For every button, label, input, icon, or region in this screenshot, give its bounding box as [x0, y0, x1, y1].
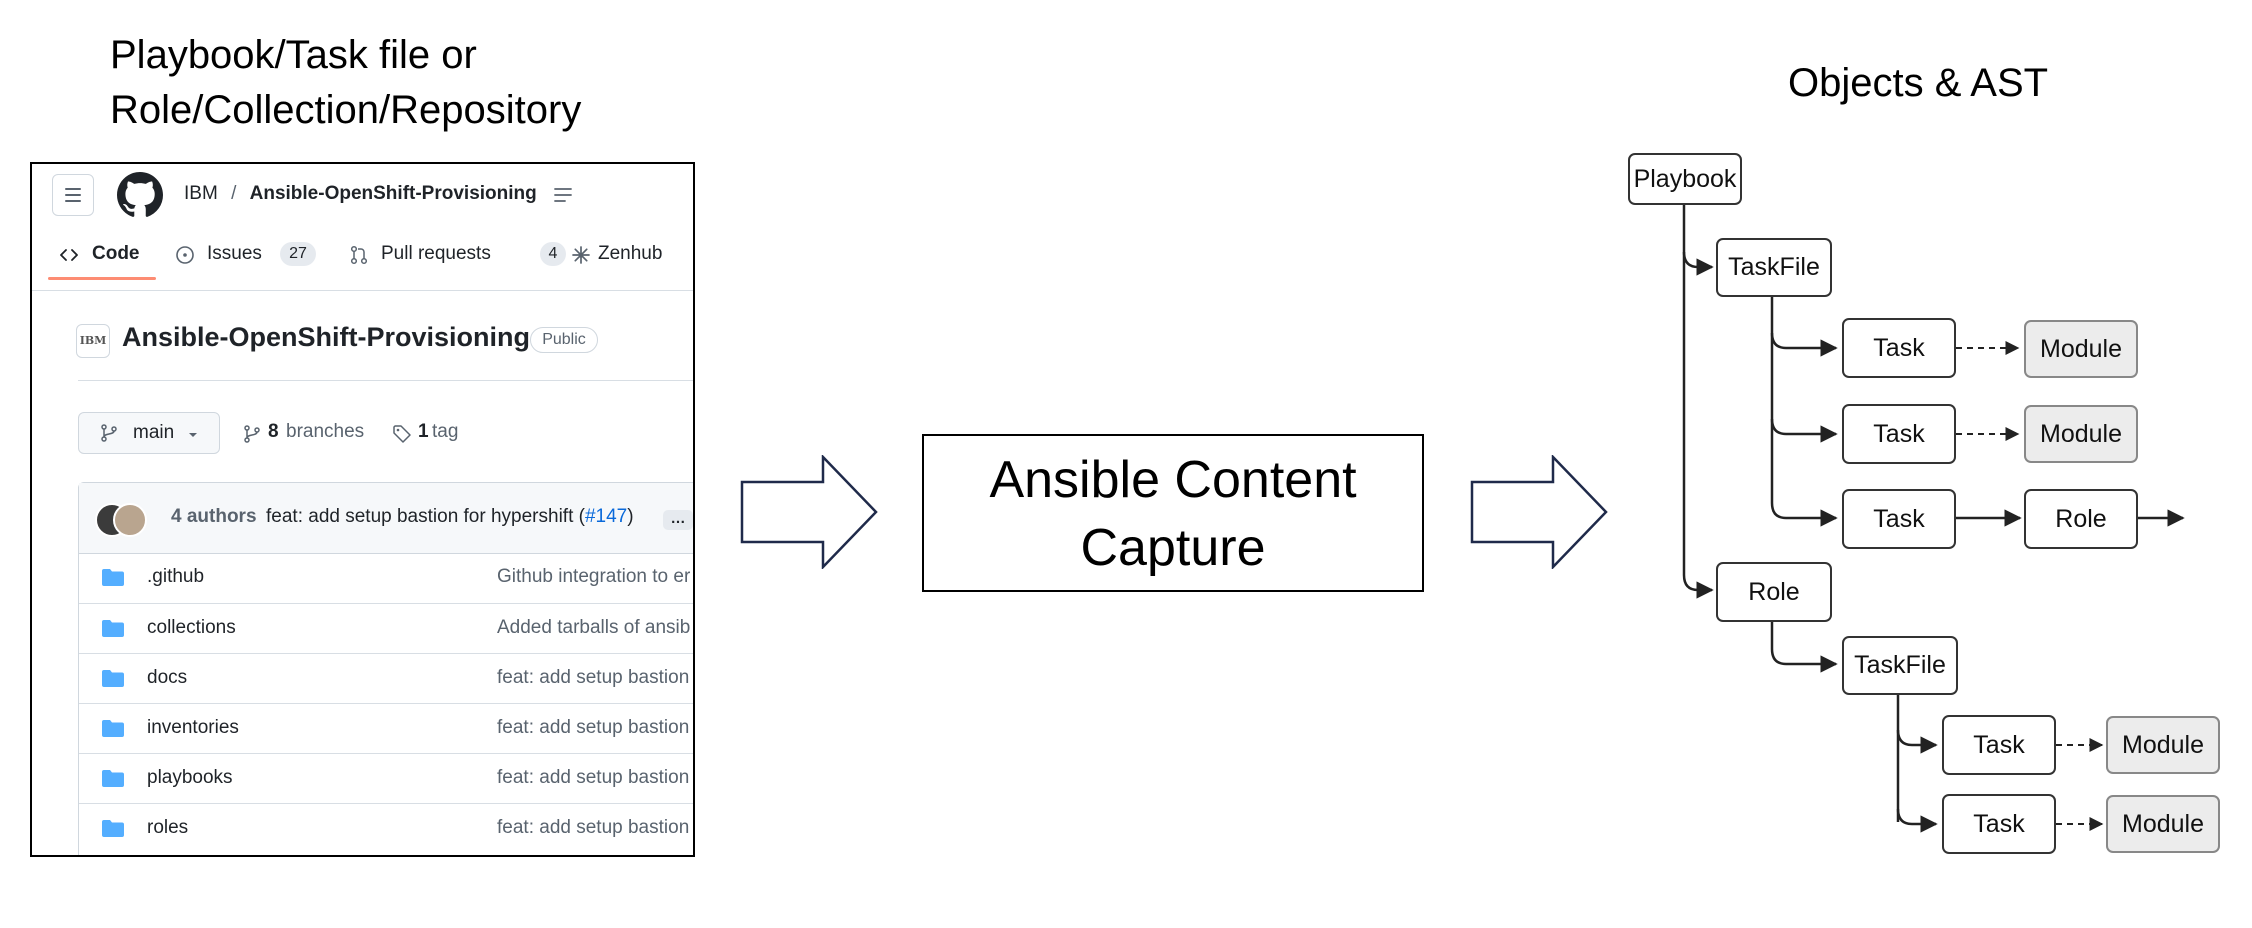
ansible-content-capture-box: Ansible Content Capture	[922, 434, 1424, 592]
commit-message[interactable]: feat: add setup bastion for hypershift (…	[266, 506, 634, 528]
commit-authors[interactable]: 4 authors	[171, 506, 257, 527]
file-row[interactable]: .github Github integration to er	[79, 553, 693, 603]
file-commit-message[interactable]: feat: add setup bastion	[497, 717, 690, 738]
branches-link[interactable]: 8 branches	[242, 420, 382, 448]
folder-icon	[102, 720, 124, 737]
author-avatar[interactable]	[113, 503, 147, 537]
tags-label: tag	[432, 421, 459, 442]
file-row[interactable]: collections Added tarballs of ansib	[79, 603, 693, 654]
left-caption-line-1: Playbook/Task file or	[110, 33, 477, 77]
folder-icon	[102, 569, 124, 586]
commit-pr-link[interactable]: #147	[584, 506, 628, 527]
capture-line-1: Ansible Content	[989, 451, 1357, 509]
left-caption-line-2: Role/Collection/Repository	[110, 88, 582, 132]
tabs-divider	[32, 290, 693, 291]
node-task-3: Task	[1842, 489, 1956, 549]
commit-expand-button[interactable]: …	[663, 510, 693, 530]
file-commit-message[interactable]: feat: add setup bastion	[497, 767, 690, 788]
tab-pull-requests[interactable]: Pull requests 4	[344, 240, 566, 280]
github-logo-icon[interactable]	[117, 172, 163, 218]
file-row[interactable]: playbooks feat: add setup bastion	[79, 753, 693, 804]
zenhub-icon	[572, 246, 590, 264]
file-row[interactable]: inventories feat: add setup bastion	[79, 703, 693, 754]
node-role-top: Role	[1716, 562, 1832, 622]
branches-label: branches	[286, 421, 365, 442]
node-module-2: Module	[2024, 405, 2138, 463]
left-caption: Playbook/Task file or Role/Collection/Re…	[110, 28, 581, 138]
node-module-1: Module	[2024, 320, 2138, 378]
branch-select-button[interactable]: main	[78, 412, 220, 454]
breadcrumb-owner[interactable]: IBM	[184, 183, 218, 204]
commit-bar: 4 authors feat: add setup bastion for hy…	[79, 483, 693, 554]
list-icon[interactable]	[552, 184, 574, 206]
pull-request-icon	[350, 245, 368, 265]
breadcrumb: IBM / Ansible-OpenShift-Provisioning	[184, 183, 537, 205]
node-taskfile-2: TaskFile	[1842, 636, 1958, 695]
org-avatar-label: IBM	[79, 334, 107, 347]
tags-link[interactable]: 1 tag	[392, 420, 482, 448]
file-name[interactable]: docs	[147, 667, 188, 688]
file-name[interactable]: roles	[147, 817, 189, 838]
tab-pull-requests-label: Pull requests	[381, 243, 491, 264]
node-task-2: Task	[1842, 404, 1956, 464]
tab-issues-label: Issues	[207, 243, 262, 264]
folder-icon	[102, 770, 124, 787]
branch-name: main	[133, 422, 175, 443]
file-commit-message[interactable]: Added tarballs of ansib	[497, 617, 691, 638]
tab-zenhub[interactable]: Zenhub	[568, 240, 693, 280]
capture-line-2: Capture	[1080, 519, 1266, 577]
node-module-3: Module	[2106, 716, 2220, 774]
node-task-5: Task	[1942, 794, 2056, 854]
tab-code[interactable]: Code	[48, 240, 156, 280]
tab-code-label: Code	[92, 243, 140, 264]
visibility-badge: Public	[530, 327, 598, 353]
file-name[interactable]: .github	[147, 566, 205, 587]
tab-issues[interactable]: Issues 27	[172, 240, 322, 280]
node-playbook: Playbook	[1628, 153, 1742, 205]
file-name[interactable]: playbooks	[147, 767, 233, 788]
commit-message-close: )	[627, 506, 634, 527]
title-divider	[78, 380, 693, 381]
breadcrumb-repo[interactable]: Ansible-OpenShift-Provisioning	[249, 183, 537, 204]
tag-icon	[393, 425, 411, 443]
folder-icon	[102, 670, 124, 687]
file-commit-message[interactable]: Github integration to er	[497, 566, 691, 587]
chevron-down-icon	[189, 433, 197, 437]
node-taskfile-1: TaskFile	[1716, 238, 1832, 297]
file-name[interactable]: inventories	[147, 717, 239, 738]
right-arrow-2	[1470, 455, 1608, 569]
node-module-4: Module	[2106, 795, 2220, 853]
repo-title[interactable]: Ansible-OpenShift-Provisioning	[122, 322, 531, 352]
node-task-4: Task	[1942, 715, 2056, 775]
tab-code-underline	[48, 277, 156, 280]
github-repo-screenshot: IBM / Ansible-OpenShift-Provisioning Cod…	[30, 162, 695, 857]
right-caption: Objects & AST	[1788, 61, 2049, 105]
node-task-1: Task	[1842, 318, 1956, 378]
folder-icon	[102, 620, 124, 637]
file-row[interactable]: roles feat: add setup bastion	[79, 803, 693, 854]
tab-pull-requests-count: 4	[540, 242, 566, 266]
breadcrumb-separator: /	[231, 183, 237, 204]
tab-zenhub-label: Zenhub	[598, 243, 663, 264]
right-arrow-1	[740, 455, 878, 569]
file-name[interactable]: collections	[147, 617, 236, 638]
commit-message-text: feat: add setup bastion for hypershift (	[266, 506, 585, 527]
branches-icon	[244, 425, 260, 443]
file-list: 4 authors feat: add setup bastion for hy…	[78, 482, 693, 855]
issue-icon	[176, 246, 194, 264]
hamburger-menu-button[interactable]	[52, 174, 94, 216]
file-row[interactable]: docs feat: add setup bastion	[79, 653, 693, 704]
org-avatar[interactable]: IBM	[76, 324, 110, 358]
branch-icon	[101, 424, 117, 442]
tab-issues-count: 27	[280, 242, 316, 266]
tags-count: 1	[418, 421, 429, 442]
node-role-1: Role	[2024, 489, 2138, 549]
menu-icon	[65, 188, 81, 202]
file-commit-message[interactable]: feat: add setup bastion	[497, 817, 690, 838]
folder-icon	[102, 820, 124, 837]
branches-count: 8	[268, 421, 279, 442]
code-icon	[60, 249, 78, 261]
file-commit-message[interactable]: feat: add setup bastion	[497, 667, 690, 688]
